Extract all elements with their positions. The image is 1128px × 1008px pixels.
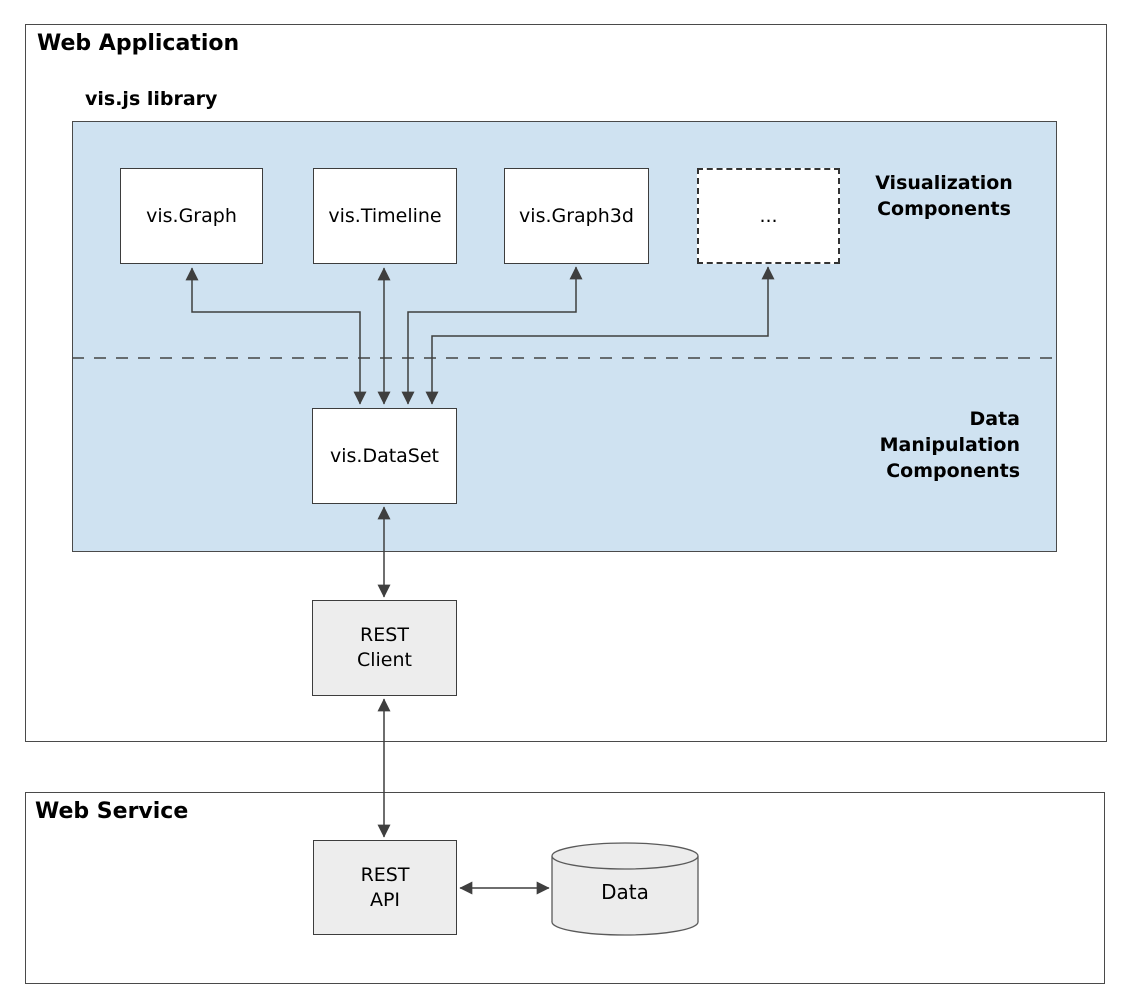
node-vis-graph-label: vis.Graph (146, 204, 237, 227)
node-vis-timeline: vis.Timeline (313, 168, 457, 264)
data-store-label: Data (601, 880, 649, 904)
node-vis-dataset-label: vis.DataSet (329, 444, 440, 467)
web-service-title: Web Service (35, 799, 189, 824)
node-vis-timeline-label: vis.Timeline (328, 204, 442, 227)
rest-api-label-line2: API (369, 888, 401, 911)
data-manipulation-components-label: Data Manipulation Components (879, 408, 1020, 482)
rest-client-label-line1: REST (360, 624, 409, 646)
node-vis-graph: vis.Graph (120, 168, 263, 264)
visualization-components-label: Visualization Components (875, 172, 1013, 220)
node-rest-api: REST API (313, 840, 457, 935)
node-more-components-label: ... (759, 204, 778, 227)
rest-api-label-line1: REST (360, 863, 410, 886)
node-rest-client: REST Client (312, 600, 457, 696)
node-vis-graph3d: vis.Graph3d (504, 168, 649, 264)
rest-client-label-line2: Client (356, 649, 412, 671)
node-vis-graph3d-label: vis.Graph3d (519, 204, 634, 227)
visjs-library-title: vis.js library (85, 88, 218, 110)
node-more-components: ... (697, 168, 840, 264)
node-vis-dataset: vis.DataSet (312, 408, 457, 504)
web-application-title: Web Application (37, 31, 240, 56)
